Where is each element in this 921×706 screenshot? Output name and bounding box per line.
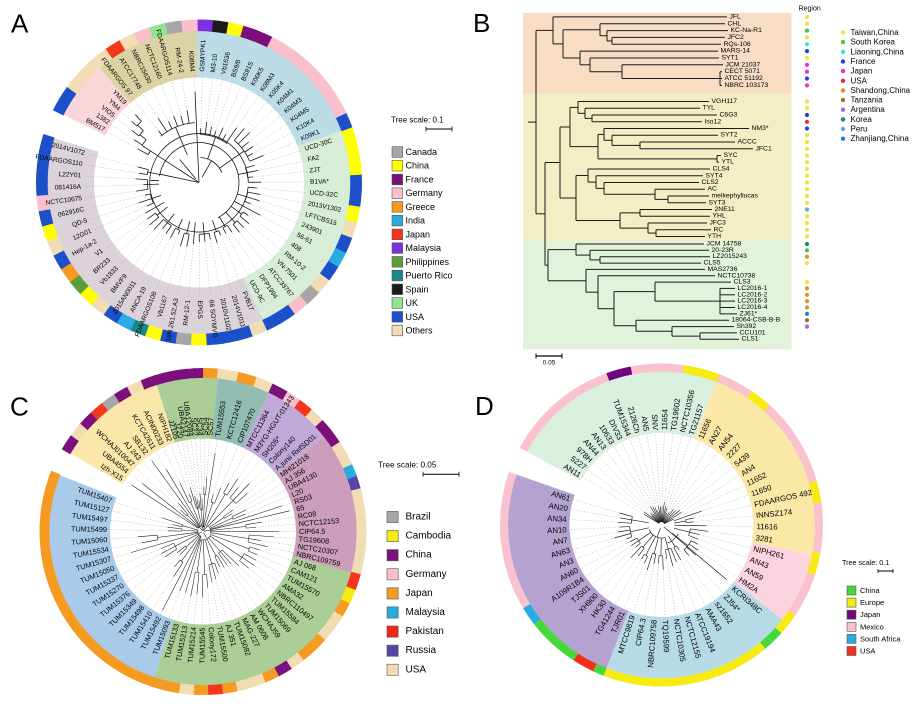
svg-text:Germany: Germany <box>406 569 447 580</box>
svg-text:Japan: Japan <box>851 67 873 76</box>
svg-text:Zhanjiang,China: Zhanjiang,China <box>851 134 910 143</box>
svg-text:EPGS: EPGS <box>196 300 203 319</box>
svg-text:TQ19599: TQ19599 <box>661 620 671 653</box>
svg-text:ZJT: ZJT <box>309 166 321 174</box>
svg-text:South Korea: South Korea <box>851 38 896 47</box>
svg-text:AN10: AN10 <box>547 525 568 535</box>
svg-text:Region: Region <box>799 5 821 12</box>
svg-text:CLS1: CLS1 <box>742 336 759 343</box>
svg-text:Europe: Europe <box>860 598 884 607</box>
svg-text:Philippines: Philippines <box>406 257 450 267</box>
svg-text:China: China <box>406 550 433 561</box>
svg-text:0.05: 0.05 <box>543 360 556 367</box>
svg-text:France: France <box>851 57 876 66</box>
svg-text:Japan: Japan <box>406 229 431 239</box>
svg-text:Argentina: Argentina <box>851 105 886 114</box>
svg-text:SYT2: SYT2 <box>721 132 738 139</box>
svg-text:Malaysia: Malaysia <box>406 243 442 253</box>
svg-text:India: India <box>406 216 426 226</box>
svg-text:TYL: TYL <box>703 105 716 112</box>
svg-text:TUM15499: TUM15499 <box>71 524 107 534</box>
svg-text:Tree scale: 0.1: Tree scale: 0.1 <box>391 116 444 125</box>
svg-text:China: China <box>860 586 880 595</box>
svg-text:11616: 11616 <box>756 522 777 531</box>
svg-text:USA: USA <box>406 312 425 322</box>
svg-text:TUM15545: TUM15545 <box>198 627 207 663</box>
svg-text:Korea: Korea <box>851 115 873 124</box>
svg-text:Russia: Russia <box>406 645 437 656</box>
svg-text:Puerto Rico: Puerto Rico <box>406 271 453 281</box>
svg-text:Iso12: Iso12 <box>705 118 722 125</box>
svg-text:USA: USA <box>851 76 868 85</box>
svg-text:Japan: Japan <box>860 610 880 619</box>
svg-text:Malaysia: Malaysia <box>406 607 446 618</box>
svg-text:YTH: YTH <box>708 233 722 240</box>
svg-text:A: A <box>11 9 29 39</box>
svg-text:GSMYPK1: GSMYPK1 <box>199 39 207 71</box>
svg-text:Greece: Greece <box>406 202 436 212</box>
svg-text:Taiwan,China: Taiwan,China <box>851 28 900 37</box>
svg-text:NBRC 103173: NBRC 103173 <box>725 82 769 89</box>
svg-text:ACCC: ACCC <box>738 139 757 146</box>
svg-text:USA: USA <box>406 664 427 675</box>
svg-text:081416A: 081416A <box>55 184 82 192</box>
svg-text:AN34: AN34 <box>547 514 568 524</box>
svg-text:USA: USA <box>860 647 875 656</box>
svg-text:VGH117: VGH117 <box>712 98 738 105</box>
svg-text:C: C <box>10 392 29 422</box>
svg-text:Germany: Germany <box>406 188 444 198</box>
svg-text:Tanzania: Tanzania <box>851 96 884 105</box>
svg-text:Brazil: Brazil <box>406 512 431 523</box>
svg-text:NM3*: NM3* <box>752 125 769 132</box>
svg-text:D: D <box>475 391 494 421</box>
svg-text:CIP64.5: CIP64.5 <box>299 527 325 536</box>
svg-text:UK: UK <box>406 298 419 308</box>
svg-text:JFC1: JFC1 <box>756 145 772 152</box>
svg-text:B1VA*: B1VA* <box>310 179 329 186</box>
svg-text:Japan: Japan <box>406 588 433 599</box>
svg-text:France: France <box>406 175 434 185</box>
svg-text:11654: 11654 <box>660 408 670 430</box>
svg-text:Peru: Peru <box>851 125 868 134</box>
svg-text:B: B <box>473 8 490 38</box>
svg-text:Others: Others <box>406 326 434 336</box>
svg-text:Liaoning,China: Liaoning,China <box>851 47 905 56</box>
svg-text:Cambodia: Cambodia <box>406 531 452 542</box>
svg-text:L22Y01: L22Y01 <box>58 171 81 179</box>
svg-text:Canada: Canada <box>406 147 438 157</box>
svg-text:K08M4: K08M4 <box>187 51 195 73</box>
svg-text:Tree scale: 0.05: Tree scale: 0.05 <box>378 461 437 470</box>
svg-text:Tree scale: 0.1: Tree scale: 0.1 <box>842 558 889 567</box>
svg-text:Spain: Spain <box>406 284 429 294</box>
svg-text:China: China <box>406 161 430 171</box>
svg-text:Shandong,China: Shandong,China <box>851 86 911 95</box>
svg-text:C6G3: C6G3 <box>720 112 738 119</box>
svg-text:South Africa: South Africa <box>860 634 901 643</box>
svg-text:Mexico: Mexico <box>860 622 884 631</box>
svg-text:Pakistan: Pakistan <box>406 626 444 637</box>
